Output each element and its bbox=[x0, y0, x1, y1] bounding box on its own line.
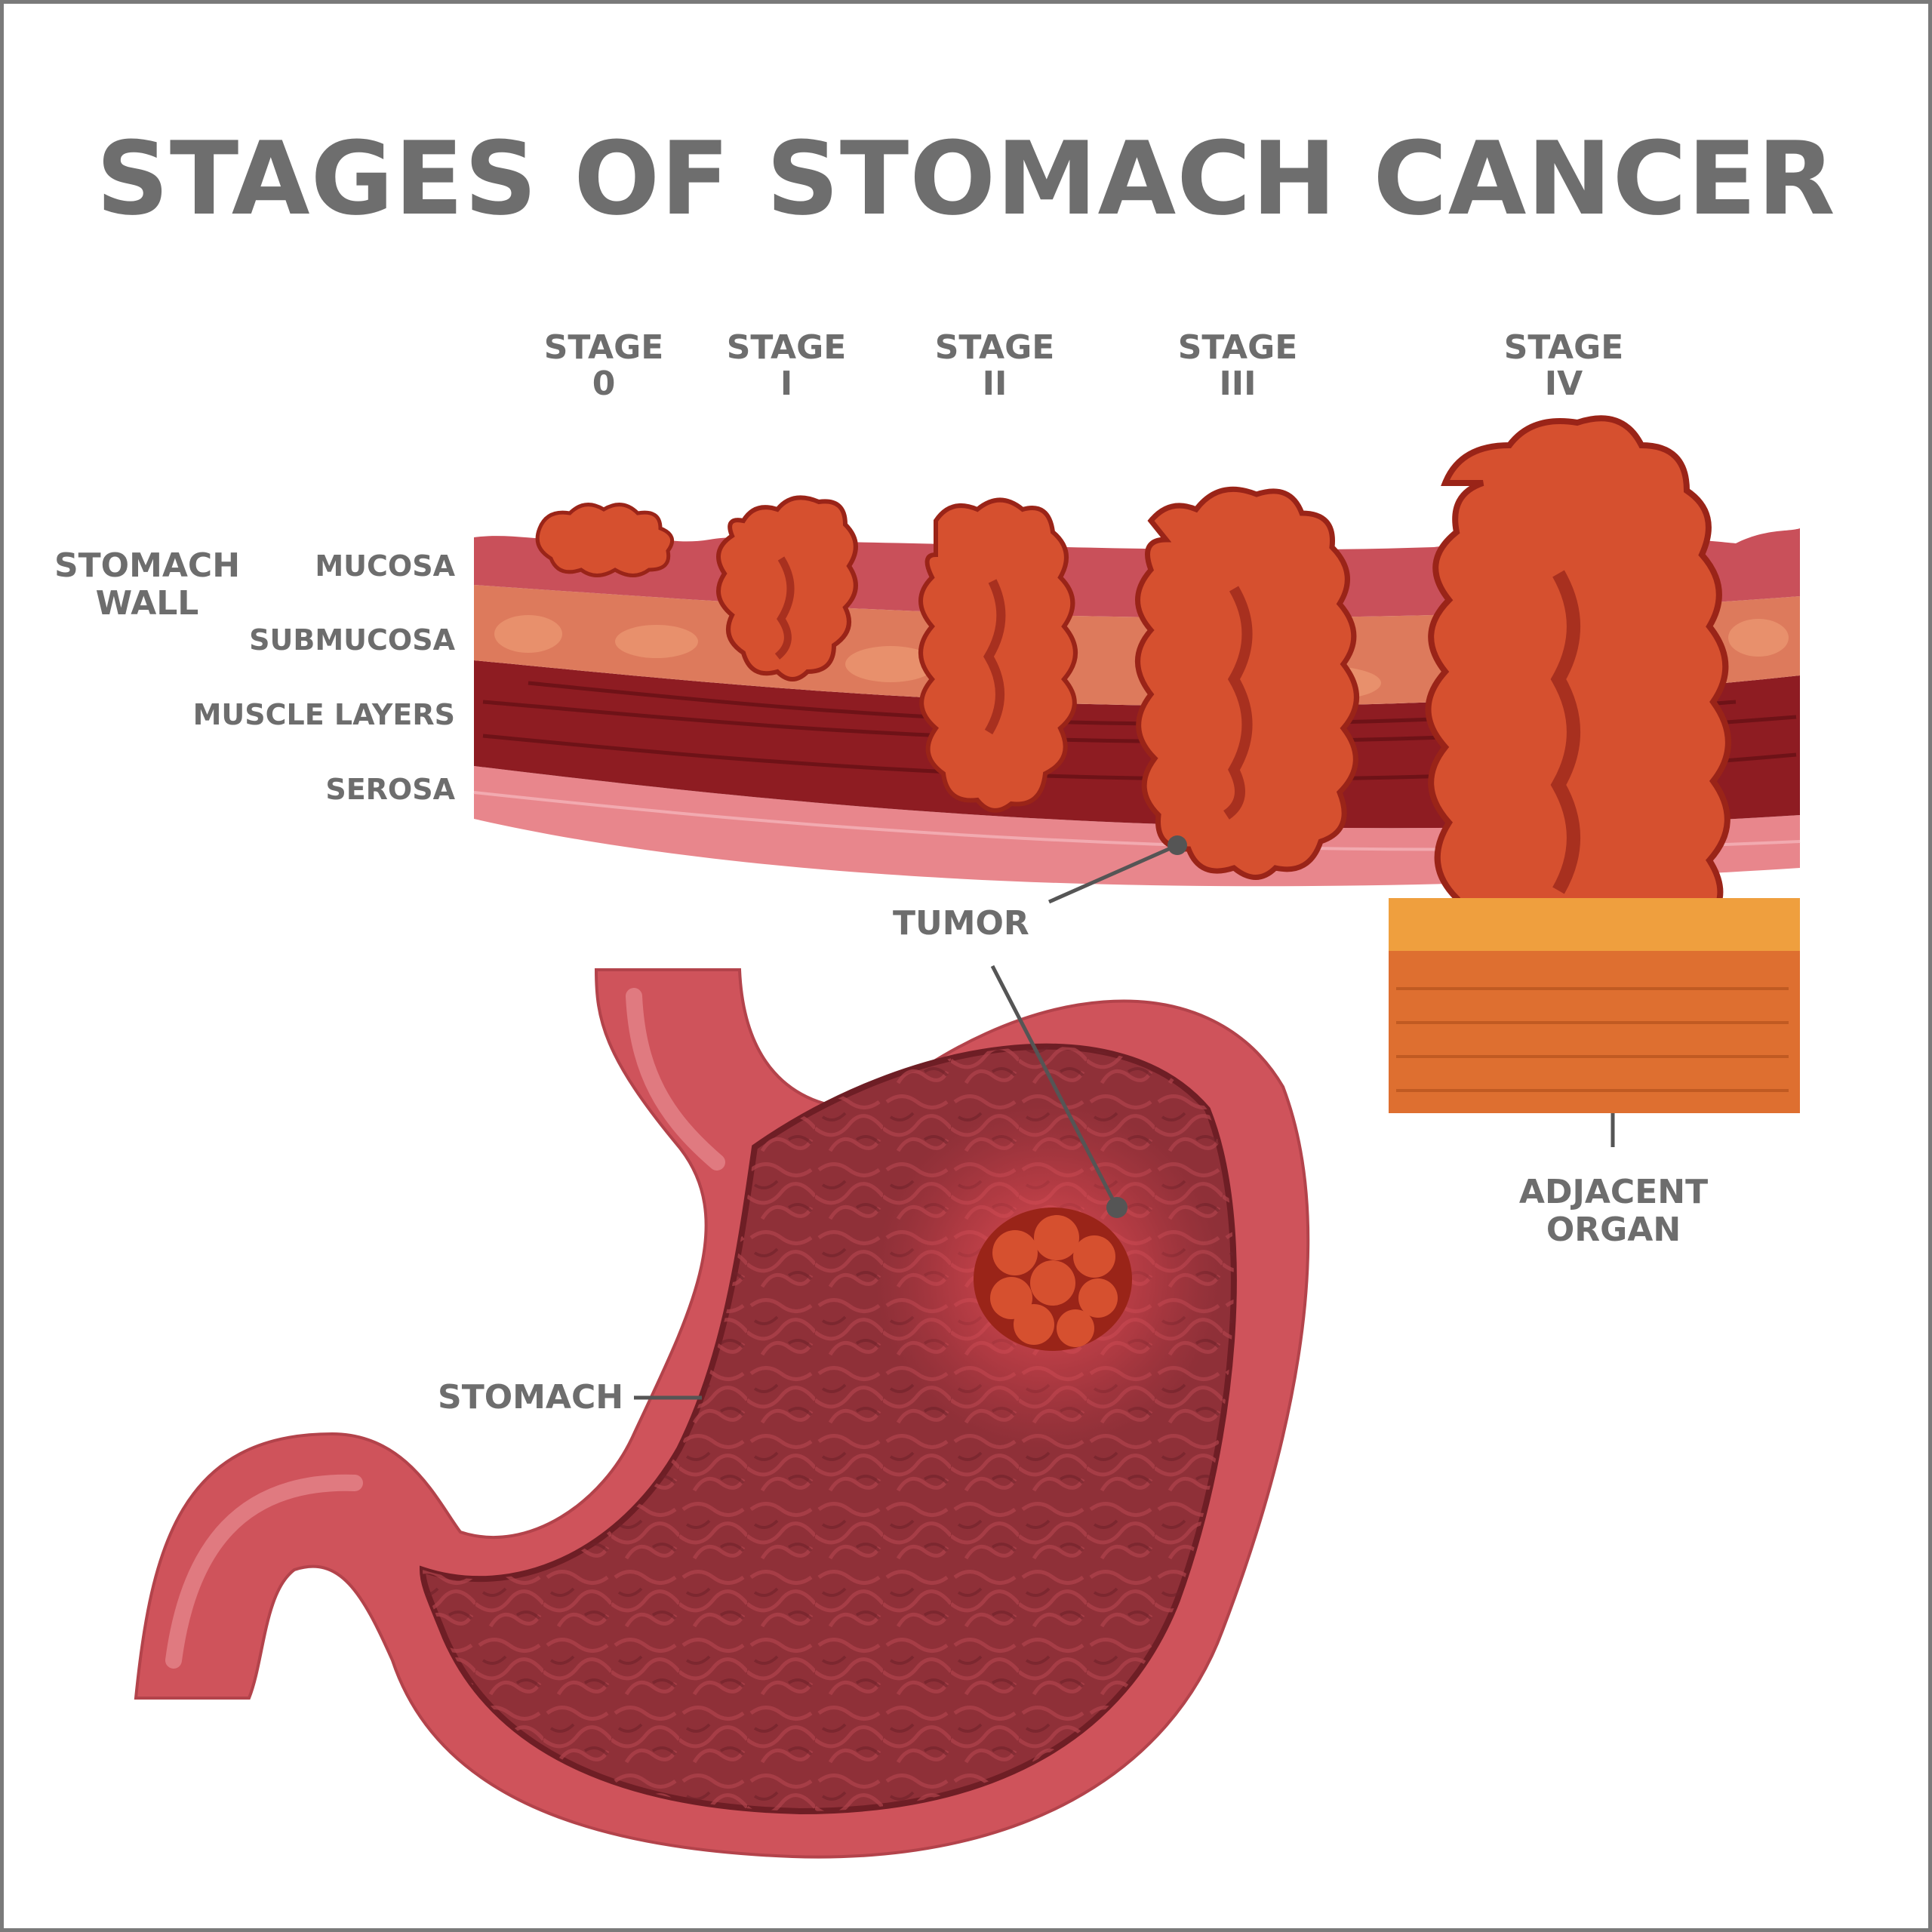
serosa-label: SEROSA bbox=[325, 773, 455, 806]
muscle-layers-label: MUSCLE LAYERS bbox=[192, 698, 455, 731]
adjacent-organ bbox=[1389, 898, 1800, 1147]
tumor-stage-0 bbox=[535, 503, 675, 577]
stomach-tumor bbox=[974, 1208, 1132, 1351]
tumor-stage-2 bbox=[918, 497, 1078, 813]
mucosa-label: MUCOSA bbox=[315, 549, 455, 583]
stomach-label: STOMACH bbox=[438, 1378, 624, 1417]
tumor-label: TUMOR bbox=[893, 904, 1029, 943]
page-title: STAGES OF STOMACH CANCER bbox=[96, 120, 1836, 238]
stomach-illustration bbox=[134, 968, 1310, 1859]
submucosa-label: SUBMUCOSA bbox=[249, 623, 455, 657]
tumor-stage-3 bbox=[1135, 486, 1359, 880]
tumor-stage-1 bbox=[716, 495, 858, 681]
